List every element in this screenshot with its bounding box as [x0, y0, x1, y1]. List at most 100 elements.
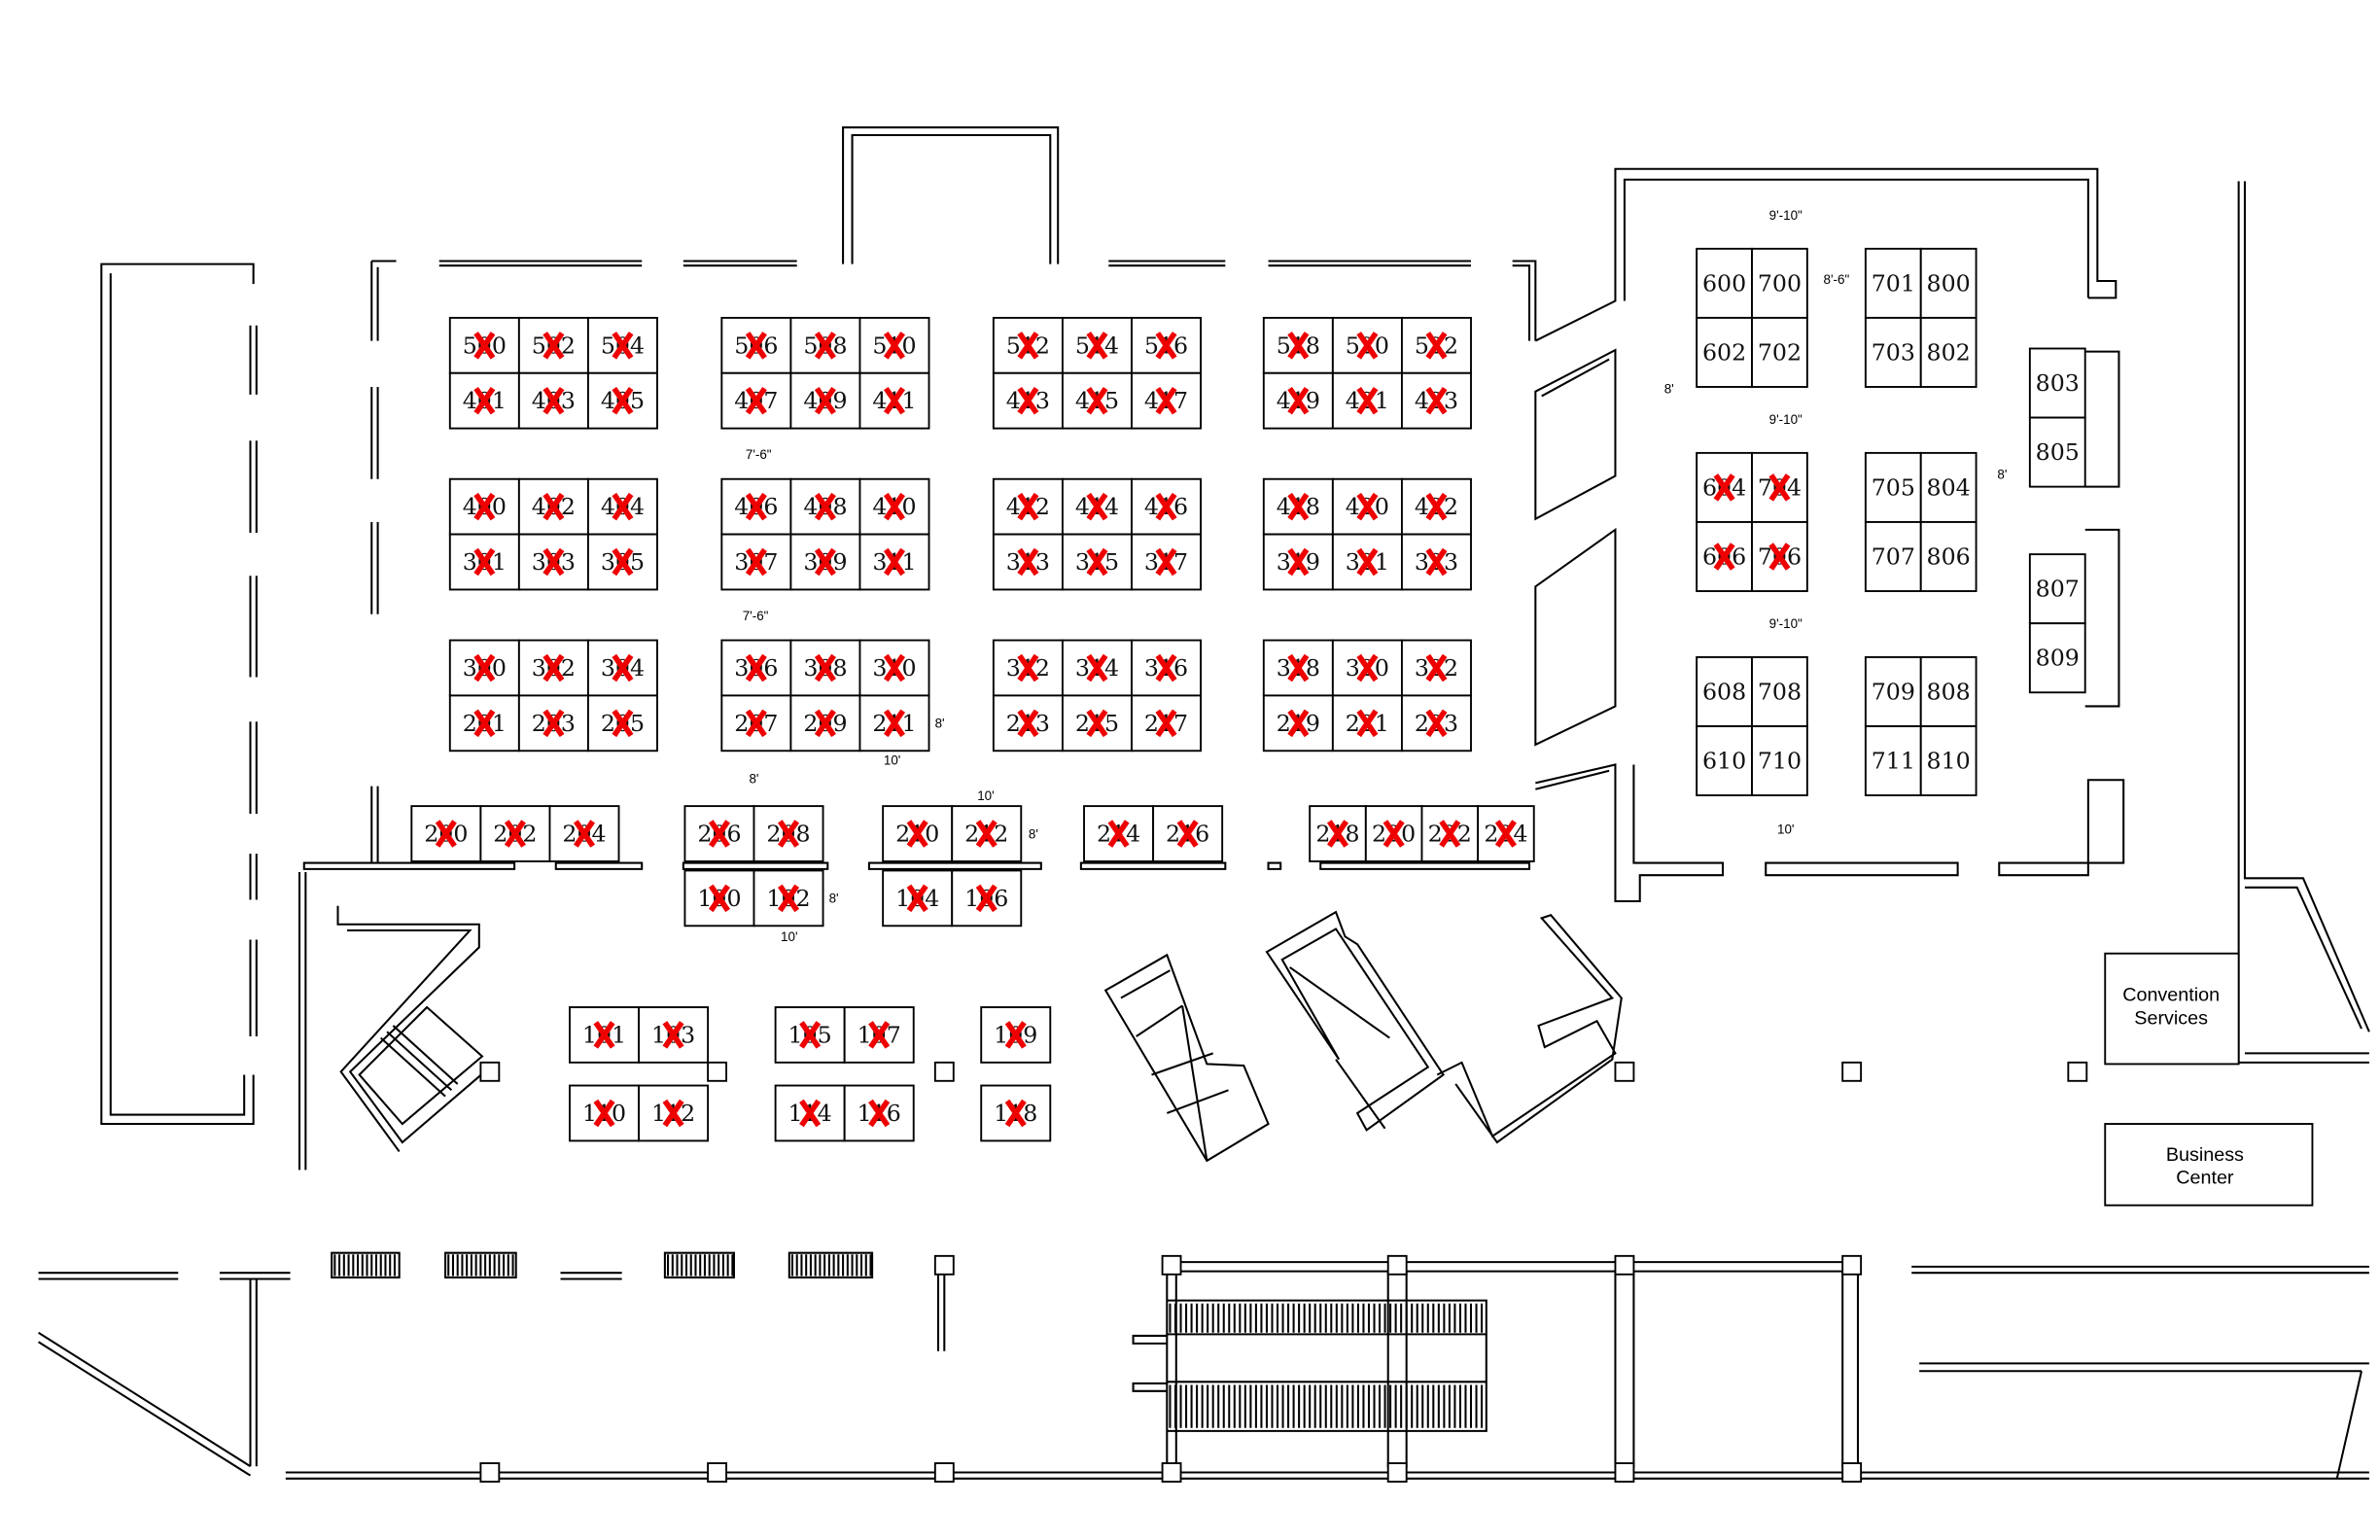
booth-706[interactable]: 706 — [1751, 521, 1808, 592]
booth-411[interactable]: 411 — [858, 371, 930, 430]
booth-700[interactable]: 700 — [1751, 247, 1808, 319]
booth-201[interactable]: 201 — [448, 694, 520, 752]
booth-703[interactable]: 703 — [1864, 316, 1922, 388]
booth-406[interactable]: 406 — [720, 477, 792, 536]
booth-604[interactable]: 604 — [1696, 451, 1753, 523]
booth-407[interactable]: 407 — [720, 371, 792, 430]
booth-422[interactable]: 422 — [1400, 477, 1472, 536]
booth-409[interactable]: 409 — [789, 371, 861, 430]
booth-414[interactable]: 414 — [1061, 477, 1133, 536]
booth-322[interactable]: 322 — [1400, 639, 1472, 697]
booth-318[interactable]: 318 — [1262, 639, 1334, 697]
booth-323[interactable]: 323 — [1400, 533, 1472, 591]
booth-709[interactable]: 709 — [1864, 655, 1922, 727]
booth-104[interactable]: 104 — [882, 869, 954, 928]
booth-421[interactable]: 421 — [1331, 371, 1403, 430]
booth-300[interactable]: 300 — [448, 639, 520, 697]
booth-420[interactable]: 420 — [1331, 477, 1403, 536]
booth-401[interactable]: 401 — [448, 371, 520, 430]
booth-410[interactable]: 410 — [858, 477, 930, 536]
booth-610[interactable]: 610 — [1696, 725, 1753, 797]
booth-107[interactable]: 107 — [843, 1006, 915, 1064]
booth-114[interactable]: 114 — [774, 1084, 846, 1142]
booth-301[interactable]: 301 — [448, 533, 520, 591]
booth-602[interactable]: 602 — [1696, 316, 1753, 388]
booth-118[interactable]: 118 — [980, 1084, 1052, 1142]
booth-321[interactable]: 321 — [1331, 533, 1403, 591]
booth-704[interactable]: 704 — [1751, 451, 1808, 523]
booth-311[interactable]: 311 — [858, 533, 930, 591]
booth-808[interactable]: 808 — [1919, 655, 1978, 727]
booth-202[interactable]: 202 — [479, 805, 551, 862]
room-convention-services[interactable]: Convention Services — [2104, 952, 2240, 1066]
booth-404[interactable]: 404 — [586, 477, 658, 536]
booth-701[interactable]: 701 — [1864, 247, 1922, 319]
booth-212[interactable]: 212 — [951, 805, 1023, 862]
booth-520[interactable]: 520 — [1331, 316, 1403, 374]
booth-305[interactable]: 305 — [586, 533, 658, 591]
booth-214[interactable]: 214 — [1083, 805, 1155, 862]
booth-402[interactable]: 402 — [517, 477, 589, 536]
booth-200[interactable]: 200 — [410, 805, 482, 862]
booth-215[interactable]: 215 — [1061, 694, 1133, 752]
booth-508[interactable]: 508 — [789, 316, 861, 374]
booth-101[interactable]: 101 — [569, 1006, 640, 1064]
booth-221[interactable]: 221 — [1331, 694, 1403, 752]
booth-213[interactable]: 213 — [992, 694, 1064, 752]
booth-109[interactable]: 109 — [980, 1006, 1052, 1064]
booth-418[interactable]: 418 — [1262, 477, 1334, 536]
booth-512[interactable]: 512 — [992, 316, 1064, 374]
booth-522[interactable]: 522 — [1400, 316, 1472, 374]
booth-805[interactable]: 805 — [2028, 416, 2086, 488]
booth-219[interactable]: 219 — [1262, 694, 1334, 752]
booth-320[interactable]: 320 — [1331, 639, 1403, 697]
booth-224[interactable]: 224 — [1477, 805, 1535, 862]
booth-516[interactable]: 516 — [1131, 316, 1203, 374]
booth-415[interactable]: 415 — [1061, 371, 1133, 430]
booth-802[interactable]: 802 — [1919, 316, 1978, 388]
booth-413[interactable]: 413 — [992, 371, 1064, 430]
booth-312[interactable]: 312 — [992, 639, 1064, 697]
booth-220[interactable]: 220 — [1364, 805, 1423, 862]
booth-810[interactable]: 810 — [1919, 725, 1978, 797]
booth-216[interactable]: 216 — [1152, 805, 1224, 862]
booth-102[interactable]: 102 — [752, 869, 824, 928]
booth-518[interactable]: 518 — [1262, 316, 1334, 374]
room-business-center[interactable]: Business Center — [2104, 1123, 2314, 1207]
booth-203[interactable]: 203 — [517, 694, 589, 752]
booth-400[interactable]: 400 — [448, 477, 520, 536]
booth-408[interactable]: 408 — [789, 477, 861, 536]
booth-419[interactable]: 419 — [1262, 371, 1334, 430]
booth-403[interactable]: 403 — [517, 371, 589, 430]
booth-809[interactable]: 809 — [2028, 622, 2086, 694]
booth-204[interactable]: 204 — [548, 805, 620, 862]
booth-110[interactable]: 110 — [569, 1084, 640, 1142]
booth-807[interactable]: 807 — [2028, 553, 2086, 625]
booth-314[interactable]: 314 — [1061, 639, 1133, 697]
booth-207[interactable]: 207 — [720, 694, 792, 752]
booth-223[interactable]: 223 — [1400, 694, 1472, 752]
booth-702[interactable]: 702 — [1751, 316, 1808, 388]
booth-405[interactable]: 405 — [586, 371, 658, 430]
booth-803[interactable]: 803 — [2028, 347, 2086, 419]
booth-510[interactable]: 510 — [858, 316, 930, 374]
booth-103[interactable]: 103 — [638, 1006, 710, 1064]
booth-504[interactable]: 504 — [586, 316, 658, 374]
booth-708[interactable]: 708 — [1751, 655, 1808, 727]
booth-210[interactable]: 210 — [882, 805, 954, 862]
booth-313[interactable]: 313 — [992, 533, 1064, 591]
booth-304[interactable]: 304 — [586, 639, 658, 697]
booth-514[interactable]: 514 — [1061, 316, 1133, 374]
booth-600[interactable]: 600 — [1696, 247, 1753, 319]
booth-608[interactable]: 608 — [1696, 655, 1753, 727]
booth-211[interactable]: 211 — [858, 694, 930, 752]
booth-105[interactable]: 105 — [774, 1006, 846, 1064]
booth-112[interactable]: 112 — [638, 1084, 710, 1142]
booth-502[interactable]: 502 — [517, 316, 589, 374]
booth-206[interactable]: 206 — [683, 805, 755, 862]
booth-506[interactable]: 506 — [720, 316, 792, 374]
booth-205[interactable]: 205 — [586, 694, 658, 752]
booth-423[interactable]: 423 — [1400, 371, 1472, 430]
booth-302[interactable]: 302 — [517, 639, 589, 697]
booth-310[interactable]: 310 — [858, 639, 930, 697]
